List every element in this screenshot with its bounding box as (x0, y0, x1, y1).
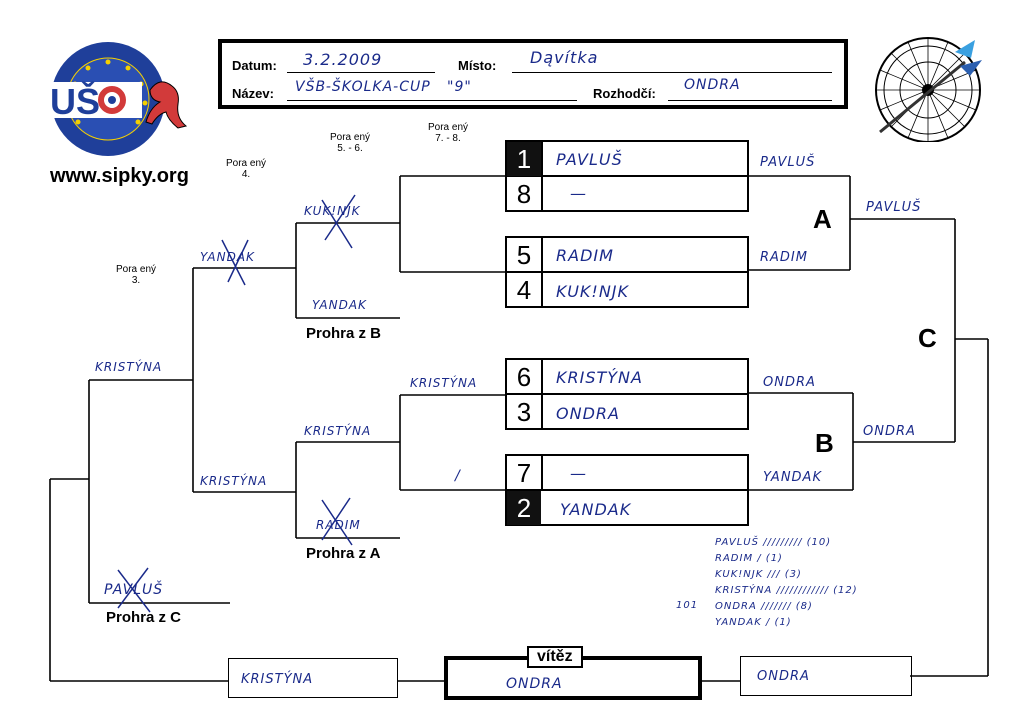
loser-radim[interactable]: RADIM (316, 518, 361, 532)
winner-a-top[interactable]: PAVLUŠ (760, 155, 816, 170)
bracket-letter-b: B (815, 428, 834, 458)
nazev-label: Název: (232, 86, 274, 101)
seed-4: 4 (507, 273, 543, 307)
header-form (218, 39, 848, 109)
tally-line: YANDAK / (1) (715, 617, 792, 628)
loser-kukinjk[interactable]: KUK!NJK (304, 204, 361, 218)
tally-line: ONDRA /////// (8) (715, 601, 813, 612)
loser-kristyna-1[interactable]: KRISTÝNA (410, 376, 478, 390)
player-seed-4[interactable]: KUK!NJK (556, 282, 630, 301)
player-seed-5[interactable]: RADIM (556, 246, 614, 265)
final-left-box[interactable]: KRISTÝNA (228, 658, 398, 698)
seed-7: 7 (507, 456, 543, 490)
nazev-value: VŠB-ŠKOLKA-CUP "9" (295, 79, 472, 95)
loser-kristyna-2[interactable]: KRISTÝNA (304, 424, 372, 438)
misto-value: Dąvítka (530, 48, 599, 67)
slot-divider (505, 175, 749, 177)
rozhodci-field[interactable]: ONDRA (668, 77, 832, 101)
misto-field[interactable]: Dąvítka (512, 48, 832, 73)
final-right-name: ONDRA (757, 669, 810, 684)
logo-emblem-icon: UŠ (50, 42, 188, 156)
winner-b[interactable]: ONDRA (863, 424, 916, 439)
vitez-label: vítěz (527, 646, 583, 668)
slot-divider (505, 489, 749, 491)
dartboard-logo (870, 32, 990, 143)
svg-text:UŠ: UŠ (50, 80, 100, 122)
tally-note: 101 (676, 600, 699, 611)
datum-value: 3.2.2009 (303, 50, 383, 69)
tally-line: KUK!NJK /// (3) (715, 569, 802, 580)
seed-2: 2 (507, 491, 541, 525)
winner-a-bottom[interactable]: RADIM (760, 250, 808, 265)
winner-b-bottom[interactable]: YANDAK (763, 470, 822, 485)
pora-label-56: Pora ený 5. - 6. (329, 132, 371, 154)
player-seed-7[interactable]: — (570, 464, 587, 483)
seed-8: 8 (507, 177, 543, 211)
datum-label: Datum: (232, 58, 277, 73)
final-right-box[interactable]: ONDRA (740, 656, 912, 696)
prohra-z-b: Prohra z B (306, 325, 382, 342)
misto-label: Místo: (458, 58, 497, 73)
seed-column-divider (541, 142, 543, 210)
rozhodci-value: ONDRA (684, 77, 741, 93)
pora-label-3: Pora ený 3. (115, 264, 157, 286)
pora-label-4: Pora ený 4. (225, 158, 267, 180)
slot-divider (505, 271, 749, 273)
player-seed-1[interactable]: PAVLUŠ (556, 150, 623, 169)
player-seed-8[interactable]: — (570, 184, 587, 203)
seed-5: 5 (507, 238, 543, 272)
nazev-field[interactable]: VŠB-ŠKOLKA-CUP "9" (287, 79, 577, 101)
player-seed-3[interactable]: ONDRA (556, 404, 620, 423)
pora-label-78: Pora ený 7. - 8. (427, 122, 469, 144)
tally-line: KRISTÝNA //////////// (12) (715, 585, 858, 596)
loser-kristyna-3[interactable]: KRISTÝNA (200, 474, 268, 488)
loser-kristyna-left[interactable]: KRISTÝNA (95, 360, 163, 374)
bracket-letter-a: A (813, 204, 832, 234)
rozhodci-label: Rozhodčí: (593, 86, 656, 101)
organization-logo: UŠ (46, 40, 196, 158)
datum-field[interactable]: 3.2.2009 (287, 50, 435, 73)
seed-3: 3 (507, 395, 543, 429)
final-left-name: KRISTÝNA (241, 672, 314, 687)
final-winner-name: ONDRA (506, 676, 563, 692)
loser-yandak-mid[interactable]: YANDAK (200, 250, 255, 264)
loser-pavlus[interactable]: PAVLUŠ (104, 582, 164, 598)
tally-line: PAVLUŠ ///////// (10) (715, 537, 832, 548)
winner-b-top[interactable]: ONDRA (763, 375, 816, 390)
dartboard-icon (875, 37, 982, 143)
site-url[interactable]: www.sipky.org (50, 165, 189, 187)
loser-yandak-bottom[interactable]: YANDAK (312, 298, 367, 312)
tally-line: RADIM / (1) (715, 553, 783, 564)
bracket-letter-c: C (918, 323, 937, 353)
player-seed-6[interactable]: KRISTÝNA (556, 368, 643, 387)
loser-dash[interactable]: / (455, 468, 461, 484)
seed-1: 1 (507, 142, 541, 176)
slot-divider (505, 393, 749, 395)
prohra-z-c: Prohra z C (106, 609, 182, 626)
prohra-z-a: Prohra z A (306, 545, 381, 562)
seed-6: 6 (507, 360, 543, 394)
player-seed-2[interactable]: YANDAK (560, 500, 632, 519)
winner-a[interactable]: PAVLUŠ (866, 200, 922, 215)
tally-list: PAVLUŠ ///////// (10) RADIM / (1) KUK!NJ… (715, 535, 915, 631)
